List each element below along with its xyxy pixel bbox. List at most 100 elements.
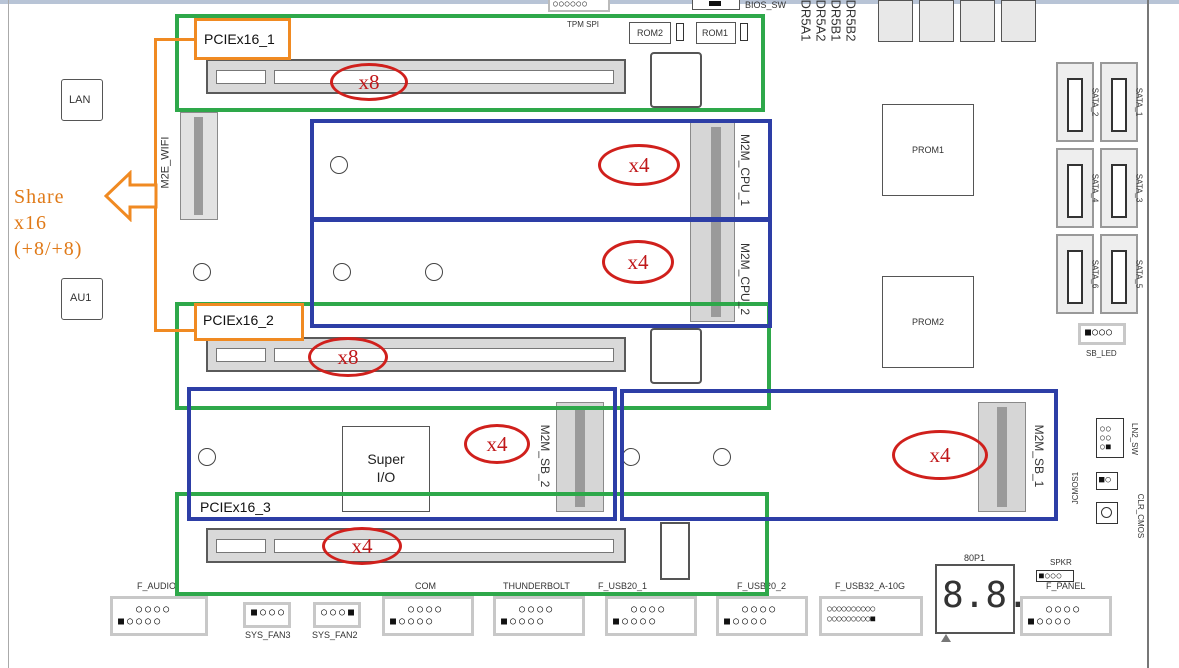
dr5a1-label: DR5A1 <box>798 0 814 42</box>
sb-led-header <box>1078 323 1126 345</box>
rom1-label: ROM1 <box>702 28 729 38</box>
board-right-edge <box>1147 0 1149 668</box>
pcie-slot-2-label-box <box>194 303 304 341</box>
header-pins: ○○○■ <box>321 607 358 618</box>
sata-2-port <box>1056 62 1094 142</box>
m2m-cpu-2-standoff-b <box>425 263 443 281</box>
au1-chip <box>61 278 103 320</box>
header-pins: ○○○○ ■○○○○ <box>724 604 779 627</box>
header-pins: ○○○○ ■○○○○ <box>1028 604 1083 627</box>
header-pins: ○○○○ ■○○○○ <box>613 604 668 627</box>
m2m-cpu-1-standoff <box>330 156 348 174</box>
pcie-slot-2-lanes: x8 <box>308 337 388 377</box>
share-note-line-1: Share <box>14 186 65 208</box>
header-label: COM <box>415 581 436 591</box>
m2m-sb-1-lanes: x4 <box>892 430 988 480</box>
board-standoff-left <box>193 263 211 281</box>
dimm-slot-1 <box>878 0 913 42</box>
rom2-label: ROM2 <box>637 28 664 38</box>
m2m-cpu-1-highlight <box>310 119 772 221</box>
jcmos1-label: JCMOS1 <box>1071 471 1081 505</box>
m2m-cpu-1-lanes: x4 <box>598 144 680 186</box>
super-io-chip <box>342 426 430 512</box>
lan-chip <box>61 79 103 121</box>
prom2-chip <box>882 276 974 368</box>
header-thunderbolt <box>493 596 585 636</box>
header-label: SYS_FAN3 <box>245 630 291 640</box>
pcie-slot-1-lanes: x8 <box>330 63 408 101</box>
header-pins: ○○○○ ■○○○○ <box>501 604 556 627</box>
pcie-slot-1-highlight <box>175 14 765 112</box>
header-label: THUNDERBOLT <box>503 581 570 591</box>
header-f-usb20-1 <box>605 596 697 636</box>
share-bracket-top <box>154 38 196 41</box>
sata-6-port <box>1056 234 1094 314</box>
header-f-panel <box>1020 596 1112 636</box>
m2e-wifi-slot <box>180 112 218 220</box>
80p1-label: 80P1 <box>964 553 986 563</box>
clr-cmos-button <box>1096 502 1118 524</box>
80p1-display <box>935 564 1015 634</box>
m2m-sb-2-lanes: x4 <box>464 424 530 464</box>
spkr-header <box>1036 570 1074 582</box>
m2e-wifi-label: M2E_WIFI <box>159 136 172 189</box>
bios-switch <box>692 0 740 10</box>
share-arrow-icon <box>104 170 158 222</box>
pcie-slot-1-label: PCIEx16_1 <box>204 31 275 47</box>
80p1-marker <box>941 634 951 642</box>
lan-label: LAN <box>69 94 91 106</box>
m2m-sb-2-label: M2M_SB_2 <box>538 424 552 488</box>
jcmos1-header <box>1096 472 1118 490</box>
header-label: F_USB20_1 <box>598 581 648 591</box>
m2m-cpu-2-label: M2M_CPU_2 <box>738 242 752 316</box>
sata-1-label: SATA_1 <box>1134 87 1144 117</box>
sata-5-port <box>1100 234 1138 314</box>
ln2-sw-header <box>1096 418 1124 458</box>
pcie-slot-1-label-box <box>194 18 291 60</box>
dr5a2-label: DR5A2 <box>813 0 829 42</box>
share-bracket-bottom <box>154 329 196 332</box>
pcie-slot-2-label: PCIEx16_2 <box>203 312 274 328</box>
m2m-cpu-2-highlight <box>310 218 772 328</box>
rom2-led <box>676 23 684 41</box>
pcie-slot-3-label: PCIEx16_3 <box>200 499 271 515</box>
header-pins: ○○○○○○○○○○ ○○○○○○○○○■ <box>827 604 876 623</box>
board-left-edge <box>8 0 9 668</box>
header-pins: ■○○○ <box>251 607 288 618</box>
bios-sw-label: BIOS_SW <box>745 0 787 10</box>
dimm-label-group: DR5B2 DR5B1 DR5A2 DR5A1 <box>798 0 870 50</box>
pcie-slot-3-lanes: x4 <box>322 527 402 565</box>
prom1-label: PROM1 <box>912 145 945 155</box>
sata-4-port <box>1056 148 1094 228</box>
tpm-pins: ○○○○○○ <box>553 0 588 8</box>
clr-cmos-label: CLR_CMOS <box>1136 493 1146 539</box>
prom2-label: PROM2 <box>912 317 945 327</box>
rom2-chip <box>629 22 671 44</box>
pcie-slot-1-latch <box>650 52 702 108</box>
header-pins: ○○○○ ■○○○○ <box>118 604 173 627</box>
header-f-usb20-2 <box>716 596 808 636</box>
sata-5-label: SATA_5 <box>1134 259 1144 289</box>
dimm-slot-4 <box>1001 0 1036 42</box>
share-note-line-3: (+8/+8) <box>14 238 83 260</box>
sata-4-label: SATA_4 <box>1090 173 1100 203</box>
prom1-chip <box>882 104 974 196</box>
sata-1-port <box>1100 62 1138 142</box>
dr5b2-label: DR5B2 <box>843 0 859 42</box>
header-pins: ○○○○ ■○○○○ <box>390 604 445 627</box>
ln2-sw-pins: ○○ ○○ ○■ <box>1100 424 1112 451</box>
header-f-usb32-a-10g <box>819 596 923 636</box>
m2m-cpu-1-socket <box>690 122 735 322</box>
share-note-line-2: x16 <box>14 212 47 234</box>
m2m-sb-1-highlight <box>620 389 1058 521</box>
tpm-header <box>548 0 610 12</box>
header-sys-fan2 <box>313 602 361 628</box>
m2m-sb-1-label: M2M_SB_1 <box>1032 424 1046 488</box>
m2m-cpu-2-lanes: x4 <box>602 240 674 284</box>
header-label: F_PANEL <box>1046 581 1086 591</box>
pcie-slot-2-latch <box>650 328 702 384</box>
m2m-sb-2-highlight <box>187 387 617 521</box>
rom1-led <box>740 23 748 41</box>
au1-label: AU1 <box>70 292 92 304</box>
